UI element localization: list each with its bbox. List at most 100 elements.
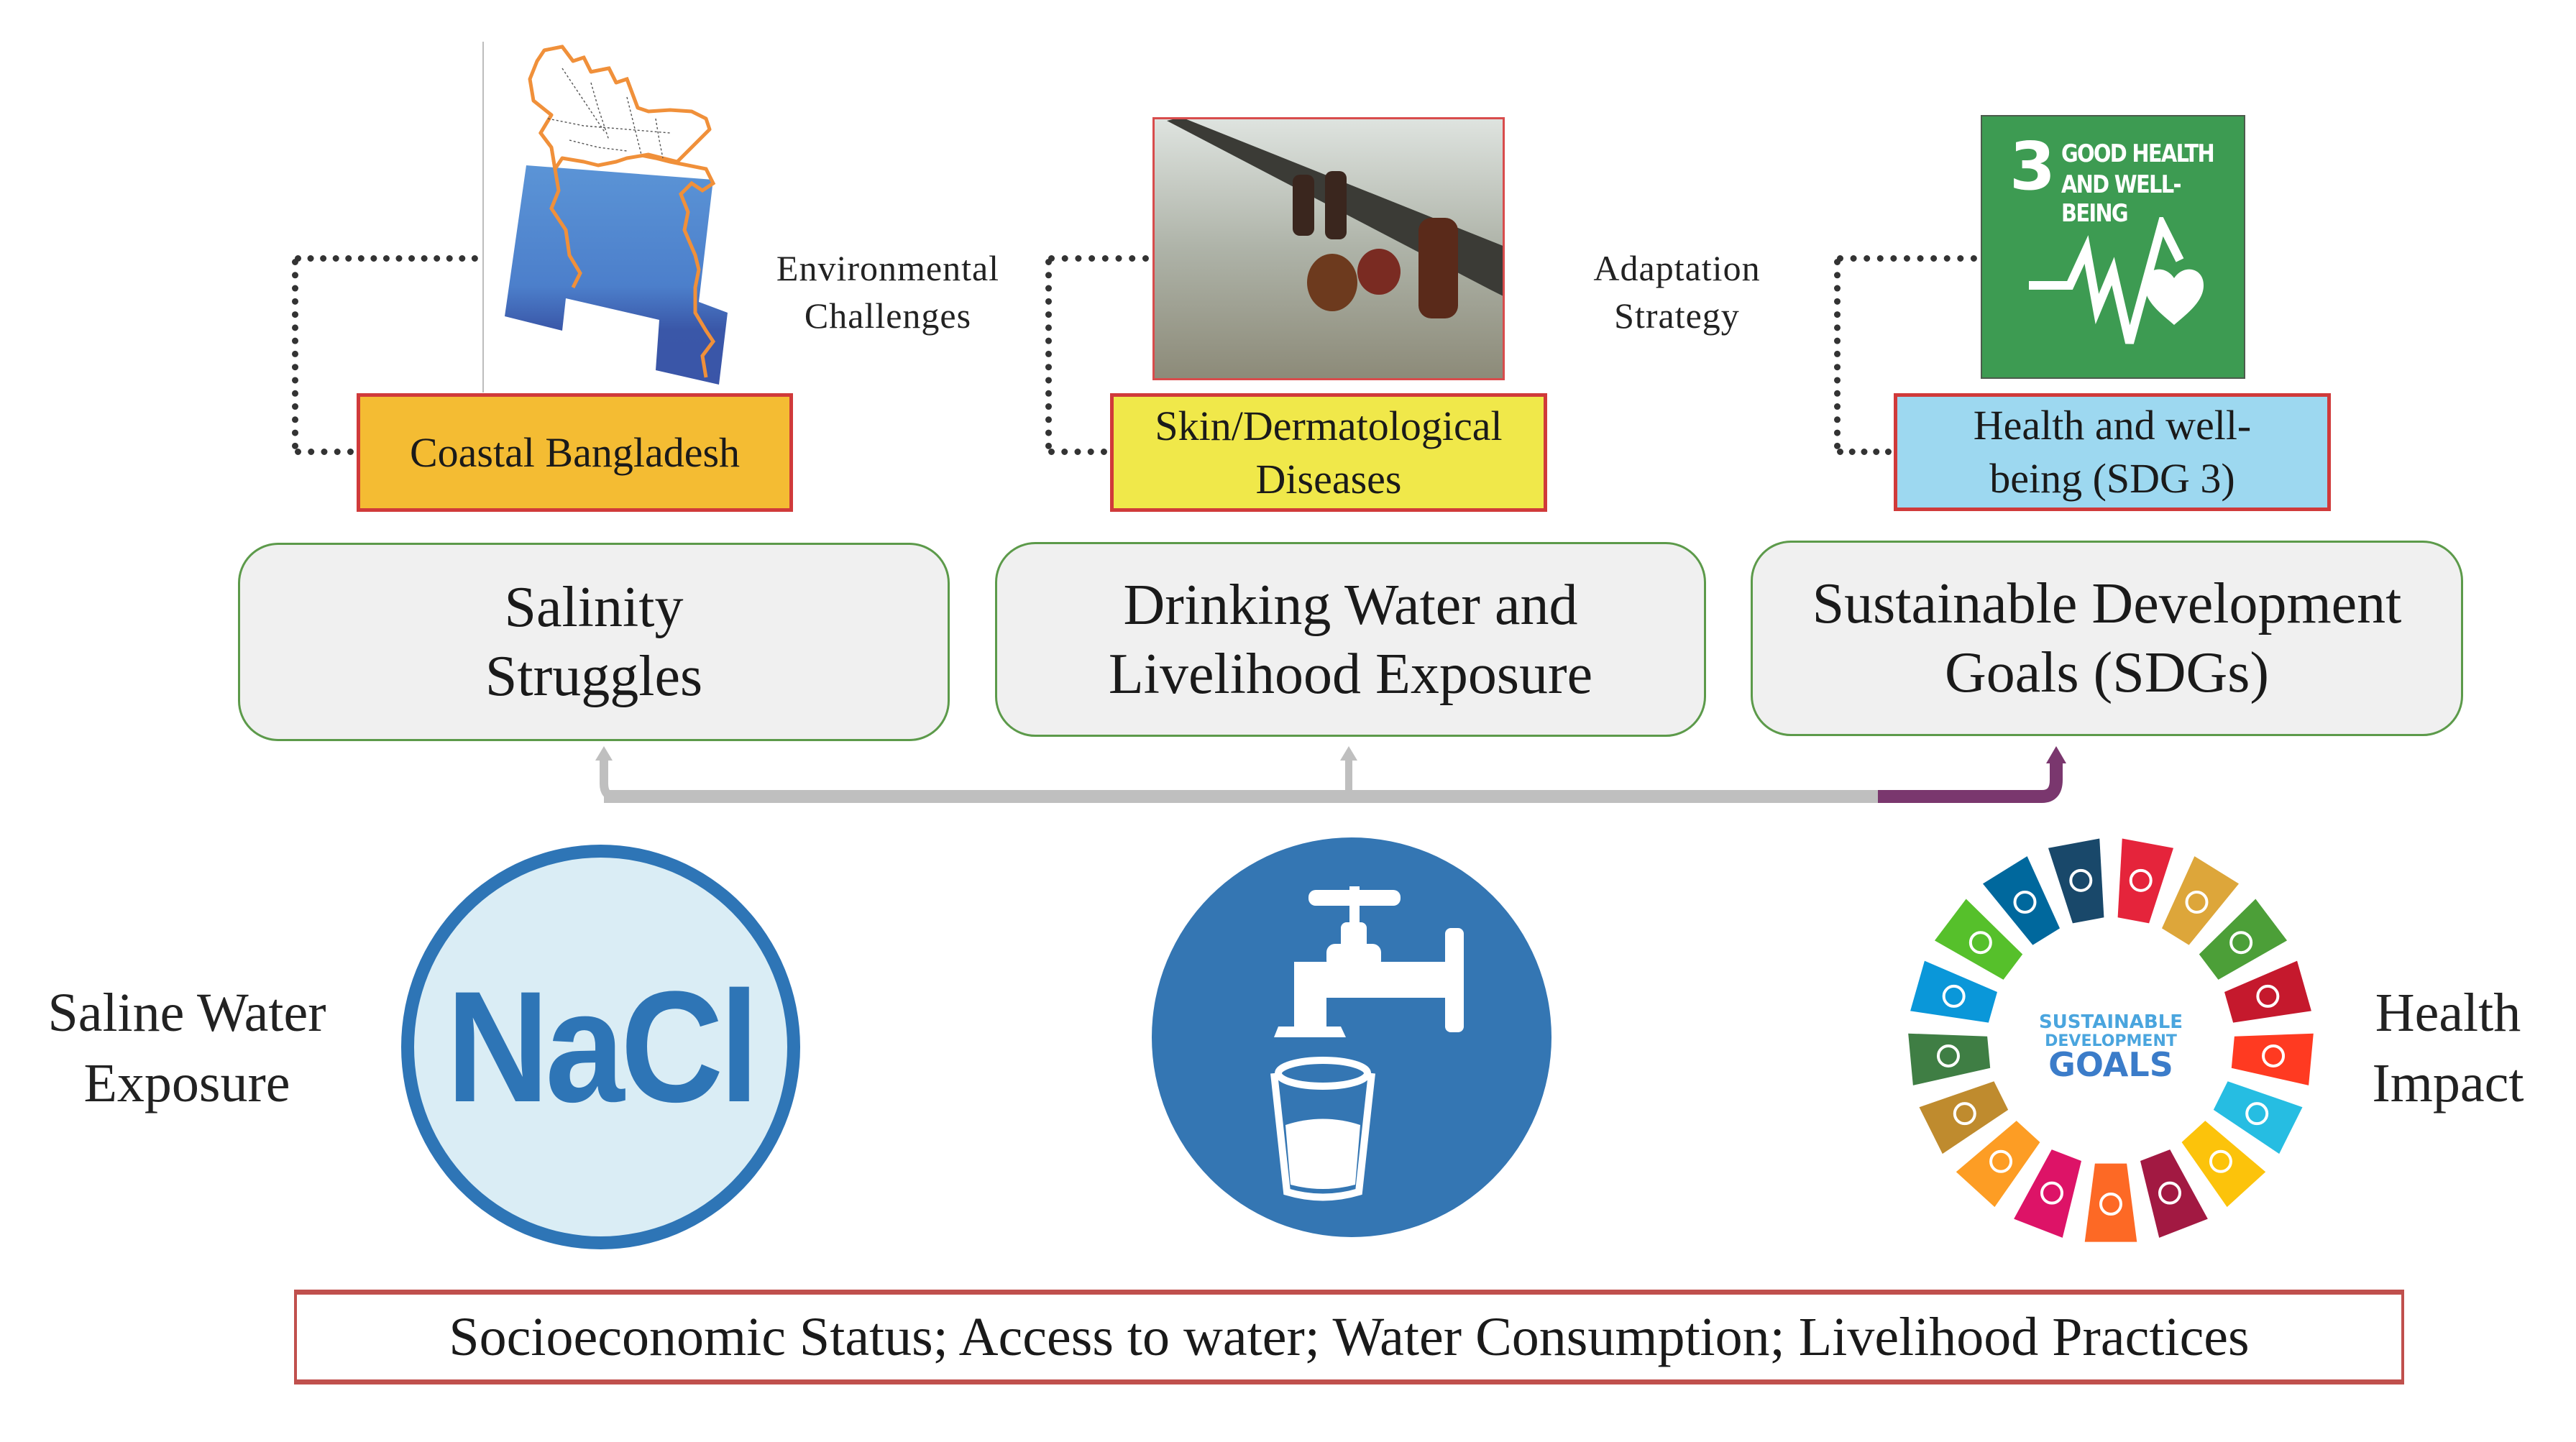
sdg-goal-13-segment <box>1908 1033 1991 1085</box>
sdg-goal-4-glyph-icon <box>2256 984 2280 1008</box>
sdg-goal-17-segment <box>2048 838 2104 924</box>
adaptation-strategy-label: Adaptation Strategy <box>1553 244 1801 339</box>
theme-sdgs-line1: Sustainable Development <box>1812 572 2402 635</box>
sdg-wheel-title-line3: GOALS <box>2048 1045 2173 1084</box>
sdg-wheel-title-line2: DEVELOPMENT <box>2045 1032 2177 1050</box>
sdg-goal-14-segment <box>1910 960 1997 1023</box>
saline-water-exposure-label: Saline Water Exposure <box>14 978 359 1119</box>
health-impact-label: Health Impact <box>2322 978 2574 1119</box>
sdg-goal-10-segment <box>2014 1149 2082 1238</box>
skin-diseases-line1: Skin/Dermatological <box>1155 402 1503 449</box>
sdg-goal-3-segment <box>2199 899 2288 980</box>
dotted-connector-3-bottom <box>1837 449 1892 455</box>
photo-people <box>1293 171 1458 318</box>
sdg3-title-line1: GOOD HEALTH <box>2061 139 2215 168</box>
sdg-goal-8-glyph-icon <box>2158 1181 2182 1205</box>
sdg-goal-13-glyph-icon <box>1936 1044 1960 1067</box>
sdg-goal-5-glyph-icon <box>2262 1044 2286 1067</box>
theme-salinity-line1: Salinity <box>504 576 684 639</box>
determinants-text: Socioeconomic Status; Access to water; W… <box>449 1306 2250 1367</box>
sdg-goal-6-glyph-icon <box>2245 1102 2269 1126</box>
sdg-goal-10-glyph-icon <box>2040 1181 2063 1205</box>
sdg3-title-line2: AND WELL-BEING <box>2061 170 2181 228</box>
dotted-connector-1-side <box>292 259 298 449</box>
arrow-to-salinity <box>600 758 615 801</box>
health-wellbeing-tag: Health and well- being (SDG 3) <box>1894 393 2331 511</box>
health-wellbeing-line2: being (SDG 3) <box>1989 455 2235 502</box>
sdg-goal-2-glyph-icon <box>2185 891 2209 914</box>
nacl-text: NaCl <box>446 958 759 1135</box>
sdg-goal-17-glyph-icon <box>2069 868 2093 892</box>
adaptation-strategy-line2: Strategy <box>1614 295 1740 336</box>
determinants-box: Socioeconomic Status; Access to water; W… <box>294 1290 2404 1384</box>
dotted-connector-3-side <box>1834 259 1841 449</box>
sdg-goal-1-segment <box>2117 838 2174 924</box>
coastal-bangladesh-map <box>505 45 728 385</box>
map-satellite-tile <box>505 165 728 385</box>
sdg-goal-14-glyph-icon <box>1942 984 1966 1008</box>
map-frame-line <box>482 42 484 392</box>
arrow-highlight-bar <box>1878 762 2063 803</box>
sdg-wheel-title-line1: SUSTAINABLE <box>2039 1011 2183 1033</box>
sdg-goal-7-segment <box>2181 1121 2266 1208</box>
sdg-goal-12-glyph-icon <box>1953 1102 1976 1126</box>
sdg-goal-1-glyph-icon <box>2129 868 2153 892</box>
sdg-goal-15-segment <box>1934 899 2023 980</box>
dotted-connector-1-top <box>295 255 478 262</box>
saline-water-line1: Saline Water <box>47 983 326 1043</box>
sdg-goal-11-glyph-icon <box>1989 1149 2013 1173</box>
adaptation-strategy-line1: Adaptation <box>1593 248 1761 288</box>
sdg-goal-6-segment <box>2213 1081 2303 1154</box>
dotted-connector-2-bottom <box>1048 449 1107 455</box>
saline-water-bathing-photo <box>1152 117 1505 380</box>
sdg-goal-5-segment <box>2231 1033 2314 1085</box>
map-district-lines <box>547 68 671 159</box>
health-wellbeing-line1: Health and well- <box>1973 402 2252 449</box>
health-impact-line1: Health <box>2375 983 2521 1043</box>
sdg-goal-9-segment <box>2084 1163 2137 1242</box>
environmental-challenges-label: Environmental Challenges <box>762 244 1014 339</box>
arrow-head-sdgs <box>2046 746 2066 763</box>
dotted-connector-2-top <box>1048 255 1149 262</box>
health-impact-line2: Impact <box>2372 1053 2524 1113</box>
skin-diseases-line2: Diseases <box>1255 455 1402 502</box>
theme-salinity-line2: Struggles <box>485 645 703 708</box>
arrow-head-salinity <box>595 746 613 761</box>
sdg-goal-2-segment <box>2161 856 2240 945</box>
dotted-connector-2-side <box>1045 259 1052 449</box>
drinking-water-tap-icon <box>1152 837 1551 1237</box>
sdg-goal-7-glyph-icon <box>2209 1149 2232 1173</box>
skin-diseases-tag: Skin/Dermatological Diseases <box>1110 393 1547 512</box>
nacl-icon: NaCl <box>401 845 800 1249</box>
sdg-goal-8-segment <box>2140 1149 2208 1238</box>
coastal-bangladesh-text: Coastal Bangladesh <box>409 428 741 476</box>
sdg-goal-16-glyph-icon <box>2013 891 2037 914</box>
dotted-connector-3-top <box>1837 255 1977 262</box>
sdg-goal-16-segment <box>1982 856 2061 945</box>
sdg-wheel-segments <box>1908 838 2314 1242</box>
sdg-goal-3-glyph-icon <box>2229 931 2253 955</box>
theme-drinking-water-line2: Livelihood Exposure <box>1108 642 1593 706</box>
theme-sdgs-line2: Goals (SDGs) <box>1944 641 2270 704</box>
photo-frame <box>1152 117 1505 380</box>
environmental-challenges-line2: Challenges <box>804 295 972 336</box>
sdg3-number: 3 <box>2009 128 2056 205</box>
map-land-area <box>528 45 712 171</box>
sdg-goal-15-glyph-icon <box>1968 931 1992 955</box>
coastal-bangladesh-tag: Coastal Bangladesh <box>357 393 793 512</box>
theme-drinking-water-line1: Drinking Water and <box>1123 573 1578 637</box>
environmental-challenges-line1: Environmental <box>776 248 1000 288</box>
saline-water-line2: Exposure <box>83 1053 290 1113</box>
sdg-wheel-icon: SUSTAINABLE DEVELOPMENT GOALS <box>1908 838 2314 1242</box>
sdg-goal-4-segment <box>2224 960 2311 1023</box>
sdg3-tile: 3 GOOD HEALTH AND WELL-BEING <box>1981 115 2245 379</box>
dotted-connector-1-bottom <box>295 449 354 455</box>
sdg-goal-9-glyph-icon <box>2099 1193 2122 1216</box>
heartbeat-heart-icon <box>2029 217 2204 344</box>
sdg-goal-12-segment <box>1919 1081 2009 1154</box>
connector-arrows <box>595 746 2066 803</box>
sdg-goal-11-segment <box>1956 1121 2040 1208</box>
theme-drinking-water: Drinking Water and Livelihood Exposure <box>995 542 1706 737</box>
arrow-head-drinking-water <box>1340 746 1357 761</box>
theme-sdgs: Sustainable Development Goals (SDGs) <box>1751 541 2463 736</box>
